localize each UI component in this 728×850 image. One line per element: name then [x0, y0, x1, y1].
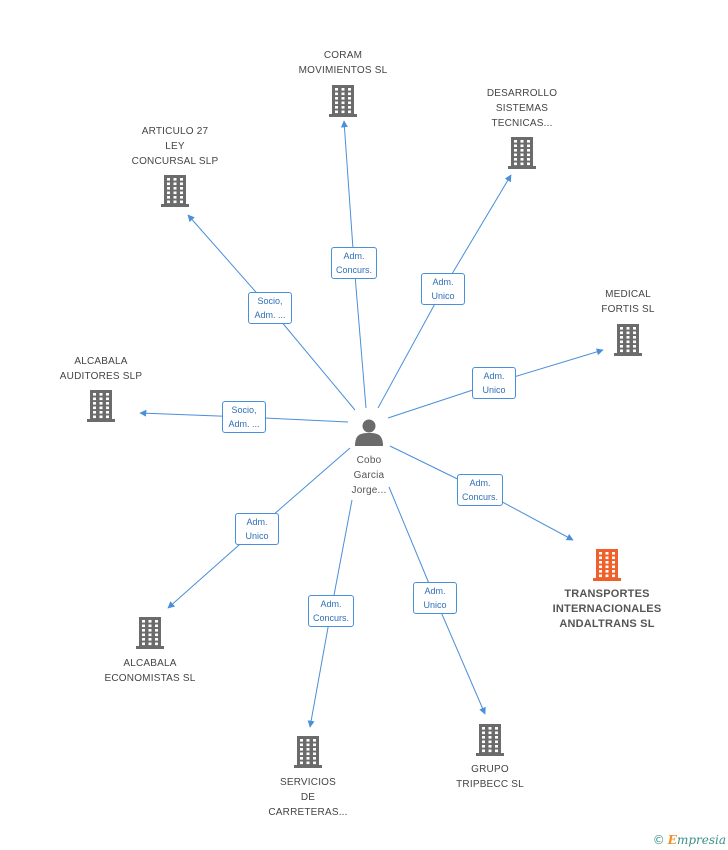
edge-label-coram[interactable]: Adm. Concurs. — [330, 247, 378, 279]
edge-label-articulo[interactable]: Socio, Adm. ... — [248, 292, 292, 324]
edge-label-servicios[interactable]: Adm. Concurs. — [307, 595, 355, 627]
building-icon-alc_aud[interactable] — [87, 390, 115, 422]
brand-name: mpresia — [676, 833, 726, 847]
building-icon-medical[interactable] — [614, 324, 642, 356]
company-label-alc_aud[interactable]: ALCABALA AUDITORES SLP — [59, 356, 143, 382]
building-icon-desarrollo[interactable] — [508, 137, 536, 169]
company-label-alc_eco[interactable]: ALCABALA ECONOMISTAS SL — [104, 658, 196, 684]
edge-label-medical[interactable]: Adm. Unico — [472, 367, 516, 399]
building-icon-coram[interactable] — [329, 85, 357, 117]
building-icon-servicios[interactable] — [294, 736, 322, 768]
company-label-coram[interactable]: CORAM MOVIMIENTOS SL — [298, 50, 388, 76]
company-label-servicios[interactable]: SERVICIOS DE CARRETERAS... — [268, 777, 348, 818]
person-icon[interactable] — [355, 419, 383, 447]
building-icon-articulo[interactable] — [161, 175, 189, 207]
company-label-transportes[interactable]: TRANSPORTES INTERNACIONALES ANDALTRANS S… — [552, 588, 662, 630]
brand-initial: E — [667, 833, 677, 847]
edge-label-desarrollo[interactable]: Adm. Unico — [421, 273, 465, 305]
building-icon-transportes[interactable] — [593, 549, 621, 581]
edge-label-grupo[interactable]: Adm. Unico — [413, 582, 457, 614]
company-label-desarrollo[interactable]: DESARROLLO SISTEMAS TECNICAS... — [486, 88, 558, 129]
person-label[interactable]: Cobo Garcia Jorge... — [351, 455, 387, 496]
building-icon-grupo[interactable] — [476, 724, 504, 756]
company-label-medical[interactable]: MEDICAL FORTIS SL — [601, 289, 655, 315]
building-icon-alc_eco[interactable] — [136, 617, 164, 649]
edge-label-alc_aud[interactable]: Socio, Adm. ... — [222, 401, 266, 433]
brand-footer: ©Empresia — [653, 833, 726, 847]
copyright-icon: © — [652, 833, 665, 847]
edge-label-transportes[interactable]: Adm. Concurs. — [456, 474, 504, 506]
edge-label-alc_eco[interactable]: Adm. Unico — [235, 513, 279, 545]
company-label-articulo[interactable]: ARTICULO 27 LEY CONCURSAL SLP — [131, 126, 219, 167]
company-label-grupo[interactable]: GRUPO TRIPBECC SL — [456, 764, 524, 790]
